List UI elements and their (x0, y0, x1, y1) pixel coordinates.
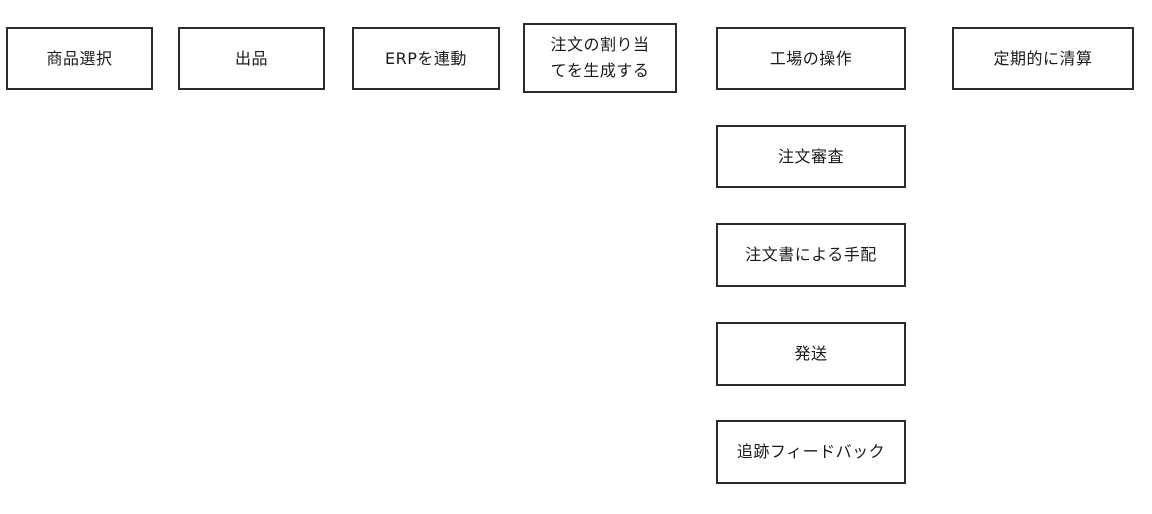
flow-box-periodic-settlement: 定期的に清算 (952, 27, 1134, 90)
flow-box-order-allocation: 注文の割り当 てを生成する (523, 23, 677, 93)
flow-box-label: 注文の割り当 てを生成する (550, 35, 650, 80)
flow-box-listing: 出品 (178, 27, 325, 90)
flow-box-label: ERPを連動 (385, 48, 467, 68)
flow-box-label: 定期的に清算 (993, 48, 1093, 68)
flow-box-factory-operation: 工場の操作 (716, 27, 906, 90)
flow-box-tracking-feedback: 追跡フィードバック (716, 420, 906, 484)
flow-box-label: 工場の操作 (769, 48, 853, 68)
flow-box-label: 注文審査 (777, 146, 844, 166)
flow-box-shipping: 発送 (716, 322, 906, 386)
flow-box-label: 商品選択 (46, 48, 113, 68)
flow-box-label: 発送 (794, 344, 828, 363)
flow-box-label: 注文書による手配 (745, 245, 877, 264)
flow-box-product-selection: 商品選択 (6, 27, 153, 90)
flow-box-label: 追跡フィードバック (736, 442, 886, 461)
flow-box-order-review: 注文審査 (716, 125, 906, 188)
flow-box-label: 出品 (234, 48, 268, 68)
flow-box-erp-link: ERPを連動 (352, 27, 500, 90)
flow-box-po-arrangement: 注文書による手配 (716, 223, 906, 287)
